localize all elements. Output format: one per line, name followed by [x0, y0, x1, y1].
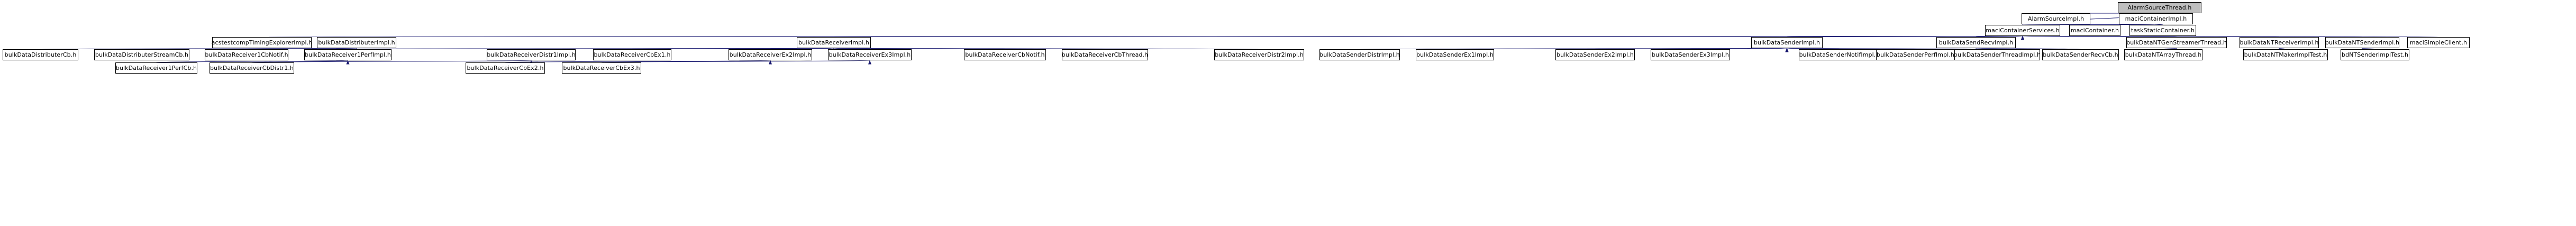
graph-node-bulkDataSenderDistrImpl-h[interactable]: bulkDataSenderDistrImpl.h: [1319, 49, 1400, 60]
graph-node-bulkDataReceiverImpl-h[interactable]: bulkDataReceiverImpl.h: [797, 37, 871, 48]
graph-node-bulkDataNTGenStreamerThread-h[interactable]: bulkDataNTGenStreamerThread.h: [2126, 37, 2227, 48]
graph-node-bulkDataReceiverCbEx3-h[interactable]: bulkDataReceiverCbEx3.h: [562, 62, 641, 74]
graph-node-bulkDataReceiverCbDistr1-h[interactable]: bulkDataReceiverCbDistr1.h: [210, 62, 294, 74]
graph-node-bulkDataSenderThreadImpl-h[interactable]: bulkDataSenderThreadImpl.h: [1954, 49, 2041, 60]
graph-edge: [833, 35, 2023, 39]
graph-node-bulkDataReceiverEx3Impl-h[interactable]: bulkDataReceiverEx3Impl.h: [828, 49, 912, 60]
graph-node-bulkDataReceiverCbNotif-h[interactable]: bulkDataReceiverCbNotif.h: [964, 49, 1046, 60]
graph-node-maciContainerServices-h[interactable]: maciContainerServices.h: [1985, 25, 2060, 36]
graph-node-AlarmSourceThread-h[interactable]: AlarmSourceThread.h: [2118, 2, 2201, 13]
graph-edge: [601, 60, 871, 65]
graph-node-bulkDataSenderEx2Impl-h[interactable]: bulkDataSenderEx2Impl.h: [1555, 49, 1635, 60]
graph-node-bulkDataNTSenderImpl-h[interactable]: bulkDataNTSenderImpl.h: [2325, 37, 2399, 48]
graph-node-bulkDataNTReceiverImpl-h[interactable]: bulkDataNTReceiverImpl.h: [2240, 37, 2319, 48]
graph-node-AlarmSourceImpl-h[interactable]: AlarmSourceImpl.h: [2022, 13, 2090, 24]
graph-node-bulkDataSenderImpl-h[interactable]: bulkDataSenderImpl.h: [1751, 37, 1823, 48]
graph-node-taskStaticContainer-h[interactable]: taskStaticContainer.h: [2129, 25, 2196, 36]
graph-node-bulkDataDistributerCb-h[interactable]: bulkDataDistributerCb.h: [3, 49, 78, 60]
graph-node-bulkDataReceiver1CbNotif-h[interactable]: bulkDataReceiver1CbNotif.h: [205, 49, 288, 60]
graph-node-bulkDataReceiverDistr1Impl-h[interactable]: bulkDataReceiverDistr1Impl.h: [487, 49, 576, 60]
graph-node-bulkDataSenderEx1Impl-h[interactable]: bulkDataSenderEx1Impl.h: [1416, 49, 1494, 60]
graph-node-maciContainer-h[interactable]: maciContainer.h: [2069, 25, 2120, 36]
graph-node-bulkDataReceiver1PerfImpl-h[interactable]: bulkDataReceiver1PerfImpl.h: [304, 49, 392, 60]
graph-node-bulkDataSenderEx3Impl-h[interactable]: bulkDataSenderEx3Impl.h: [1651, 49, 1730, 60]
graph-node-bulkDataNTArrayThread-h[interactable]: bulkDataNTArrayThread.h: [2124, 49, 2202, 60]
graph-node-bulkDataReceiverDistr2Impl-h[interactable]: bulkDataReceiverDistr2Impl.h: [1214, 49, 1304, 60]
graph-node-bulkDataDistributerStreamCb-h[interactable]: bulkDataDistributerStreamCb.h: [94, 49, 189, 60]
graph-node-bulkDataReceiverCbEx1-h[interactable]: bulkDataReceiverCbEx1.h: [593, 49, 671, 60]
graph-node-bulkDataSendRecvImpl-h[interactable]: bulkDataSendRecvImpl.h: [1936, 37, 2016, 48]
graph-node-bulkDataReceiverCbEx2-h[interactable]: bulkDataReceiverCbEx2.h: [466, 62, 545, 74]
graph-node-maciSimpleClient-h[interactable]: maciSimpleClient.h: [2407, 37, 2470, 48]
graph-node-bulkDataReceiverEx2Impl-h[interactable]: bulkDataReceiverEx2Impl.h: [729, 49, 812, 60]
graph-node-acstestcompTimingExplorerImpl-h[interactable]: acstestcompTimingExplorerImpl.h: [212, 37, 312, 48]
graph-node-bulkDataNTMakerImplTest-h[interactable]: bulkDataNTMakerImplTest.h: [2243, 49, 2328, 60]
graph-node-bulkDataSenderRecvCb-h[interactable]: bulkDataSenderRecvCb.h: [2042, 49, 2119, 60]
graph-node-bulkDataSenderNotifImpl-h[interactable]: bulkDataSenderNotifImpl.h: [1799, 49, 1880, 60]
graph-node-bulkDataSenderPerfImpl-h[interactable]: bulkDataSenderPerfImpl.h: [1876, 49, 1955, 60]
graph-node-bulkDataReceiver1PerfCb-h[interactable]: bulkDataReceiver1PerfCb.h: [115, 62, 197, 74]
graph-node-bdNTSenderImplTest-h[interactable]: bdNTSenderImplTest.h: [2341, 49, 2409, 60]
graph-node-bulkDataReceiverCbThread-h[interactable]: bulkDataReceiverCbThread.h: [1062, 49, 1148, 60]
graph-node-maciContainerImpl-h[interactable]: maciContainerImpl.h: [2119, 13, 2193, 24]
graph-node-bulkDataDistributerImpl-h[interactable]: bulkDataDistributerImpl.h: [317, 37, 396, 48]
